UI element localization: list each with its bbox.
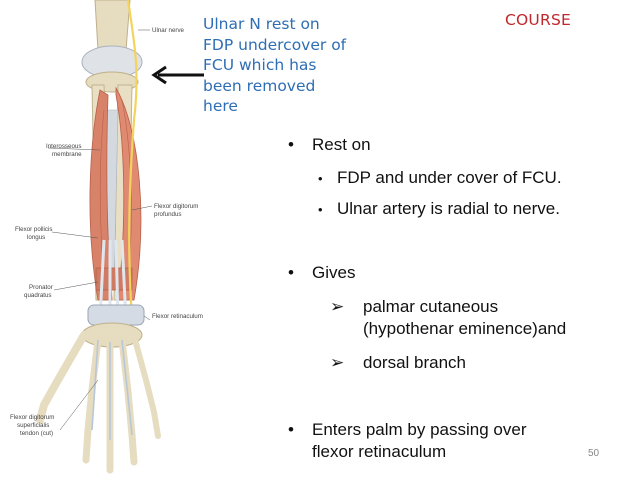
label-interosseous: Interosseous xyxy=(46,143,82,150)
label-fds: Flexor digitorum xyxy=(10,414,55,421)
bullet-rest-on: • Rest on xyxy=(288,134,371,156)
label-ulnar-nerve: Ulnar nerve xyxy=(152,27,184,34)
bullet-text: Enters palm by passing over xyxy=(312,420,527,439)
callout-text: Ulnar N rest on FDP undercover of FCU wh… xyxy=(203,14,373,117)
bullet-dot-icon: • xyxy=(288,263,294,282)
label-quadratus: quadratus xyxy=(24,292,52,299)
bullet-retinaculum: flexor retinaculum xyxy=(312,441,446,463)
label-fds-3: tendon (cut) xyxy=(20,430,54,437)
callout-line: here xyxy=(203,97,238,115)
course-heading: COURSE xyxy=(505,11,571,29)
label-fpl: Flexor pollicis xyxy=(15,226,53,233)
label-fdp: Flexor digitorum xyxy=(154,203,199,210)
bullet-dot-icon: • xyxy=(288,420,294,439)
bullet-text: Rest on xyxy=(312,135,371,154)
callout-line: FCU which has xyxy=(203,56,317,74)
sub-bullet-palmar-cutaneous: ➢ palmar cutaneous xyxy=(330,296,498,318)
arrowhead-bullet-icon: ➢ xyxy=(330,353,345,372)
bullet-dot-icon: • xyxy=(288,135,294,154)
bullet-enters-palm: • Enters palm by passing over xyxy=(288,419,527,441)
callout-line: FDP undercover of xyxy=(203,35,347,54)
label-retinaculum: Flexor retinaculum xyxy=(152,313,203,320)
bullet-text: Ulnar artery is radial to nerve. xyxy=(337,199,560,218)
bullet-text: palmar cutaneous xyxy=(363,297,499,316)
arrow-icon xyxy=(151,65,204,85)
sub-bullet-hypothenar: (hypothenar eminence)and xyxy=(363,318,566,340)
label-fdp-2: profundus xyxy=(154,211,182,218)
label-membrane: membrane xyxy=(52,151,82,158)
bullet-text: FDP and under cover of FCU. xyxy=(337,168,562,187)
forearm-illustration: Ulnar nerve Interosseous membrane Flexor… xyxy=(0,0,205,479)
sub-bullet-ulnar-artery: • Ulnar artery is radial to nerve. xyxy=(318,198,560,221)
page-number: 50 xyxy=(588,448,600,459)
label-fds-2: superficialis xyxy=(17,422,50,429)
sub-bullet-dorsal-branch: ➢ dorsal branch xyxy=(330,352,466,374)
bullet-text: dorsal branch xyxy=(363,353,467,372)
callout-line: been removed xyxy=(203,76,316,95)
arrowhead-bullet-icon: ➢ xyxy=(330,297,345,316)
bullet-gives: • Gives xyxy=(288,262,355,284)
label-pronator: Pronator xyxy=(29,284,53,291)
bullet-text: Gives xyxy=(312,263,356,282)
label-fpl-2: longus xyxy=(27,234,46,241)
bullet-text: flexor retinaculum xyxy=(312,442,447,461)
bullet-dot-icon: • xyxy=(318,202,323,217)
bullet-dot-icon: • xyxy=(318,171,323,186)
sub-bullet-fdp: • FDP and under cover of FCU. xyxy=(318,167,562,190)
forearm-drawing xyxy=(36,0,161,474)
bullet-text: (hypothenar eminence)and xyxy=(363,319,567,338)
callout-line: Ulnar N rest on xyxy=(203,15,320,33)
